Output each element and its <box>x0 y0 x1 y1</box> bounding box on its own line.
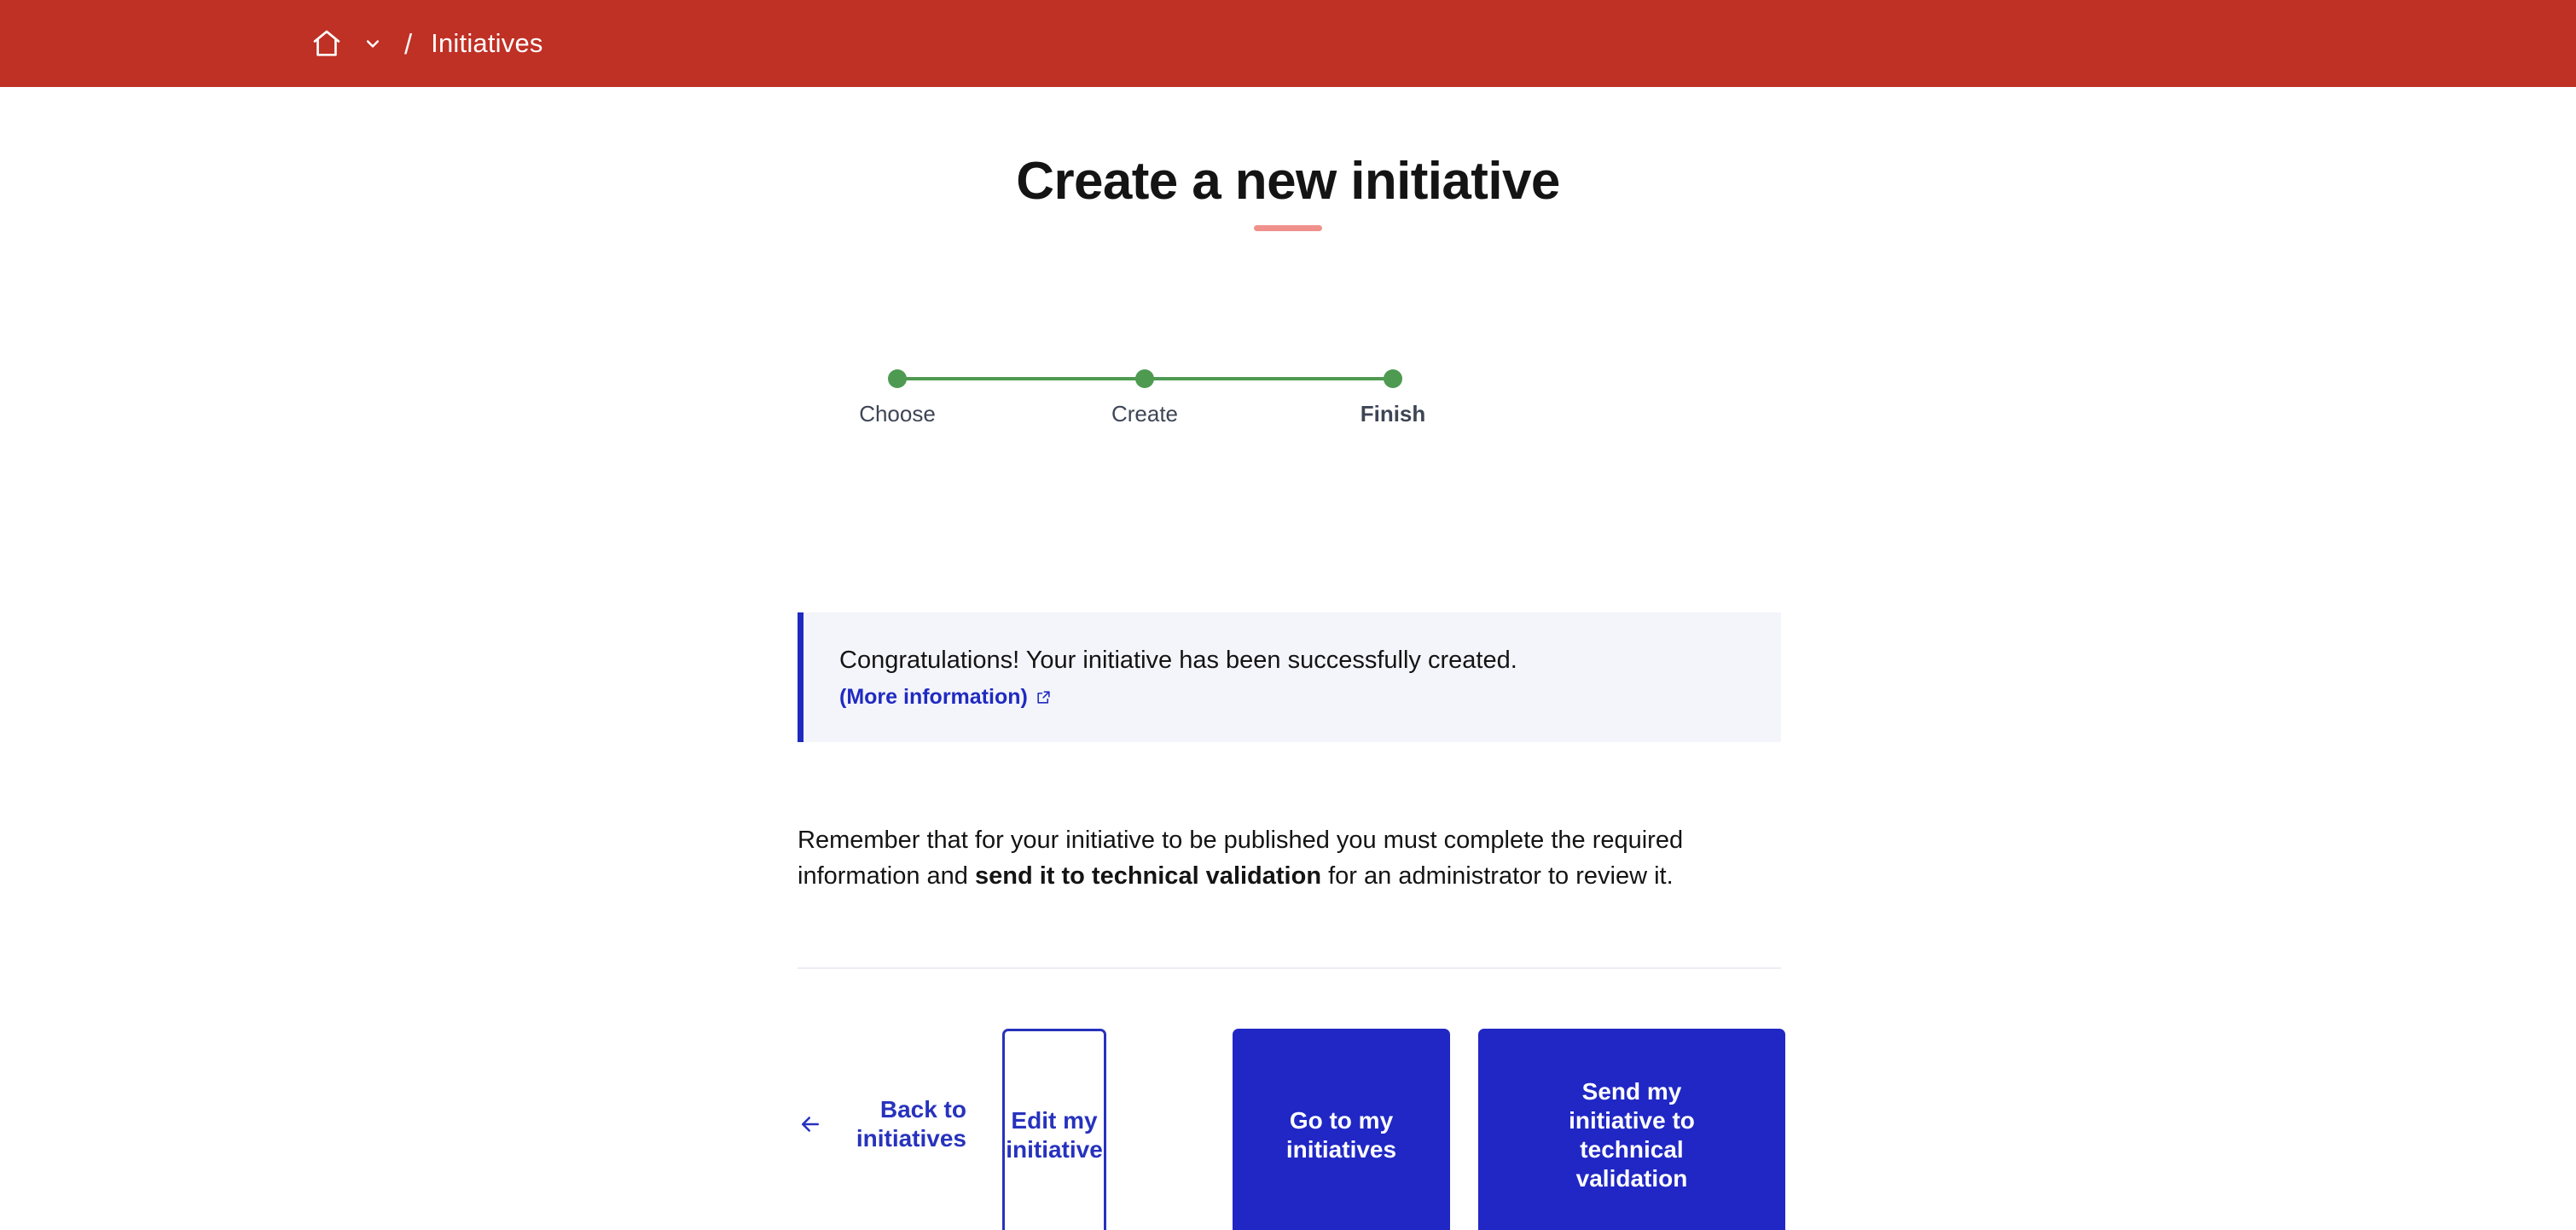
reminder-text-part2: for an administrator to review it. <box>1321 862 1674 891</box>
chevron-down-icon[interactable] <box>360 31 386 56</box>
more-information-link[interactable]: (More information) <box>839 684 1052 710</box>
home-icon <box>310 27 343 60</box>
send-to-technical-validation-label: Send my initiative to technical validati… <box>1569 1077 1695 1192</box>
progress-stepper: Choose Create Finish <box>859 362 1425 438</box>
success-message: Congratulations! Your initiative has bee… <box>839 647 1517 674</box>
edit-my-initiative-label: Edit my initiative <box>1006 1106 1103 1163</box>
page-title: Create a new initiative <box>1016 152 1560 211</box>
stepper-dot-icon <box>888 369 907 388</box>
send-to-technical-validation-button[interactable]: Send my initiative to technical validati… <box>1478 1029 1785 1230</box>
stepper-dot-icon <box>1384 369 1402 388</box>
edit-my-initiative-button[interactable]: Edit my initiative <box>1002 1029 1106 1230</box>
back-to-initiatives-link[interactable]: Back to initiatives <box>798 1095 966 1152</box>
stepper-dot-icon <box>1135 369 1154 388</box>
home-button[interactable] <box>307 24 346 63</box>
more-information-label: (More information) <box>839 685 1028 710</box>
reminder-text-bold: send it to technical validation <box>974 862 1322 891</box>
page-content: Create a new initiative Choose Create Fi… <box>0 87 2576 1230</box>
arrow-left-icon <box>798 1111 823 1137</box>
success-callout: Congratulations! Your initiative has bee… <box>798 612 1781 742</box>
go-to-my-initiatives-label: Go to my initiatives <box>1285 1106 1397 1163</box>
stepper-label-choose: Choose <box>859 401 936 426</box>
external-link-icon <box>1036 689 1052 705</box>
title-underline-accent <box>1254 225 1322 232</box>
breadcrumb-current: Initiatives <box>431 28 543 58</box>
reminder-text-part1: Remember that for your initiative to be … <box>798 827 1684 891</box>
breadcrumb-separator: / <box>404 27 413 60</box>
top-navigation-bar: / Initiatives <box>0 0 2576 87</box>
reminder-paragraph: Remember that for your initiative to be … <box>798 822 1753 895</box>
section-divider <box>798 967 1781 969</box>
back-to-initiatives-label: Back to initiatives <box>856 1096 966 1152</box>
stepper-label-create: Create <box>1111 401 1179 426</box>
action-buttons-row: Back to initiatives Edit my initiative G… <box>798 1029 1785 1230</box>
go-to-my-initiatives-button[interactable]: Go to my initiatives <box>1233 1029 1450 1230</box>
stepper-label-finish: Finish <box>1360 401 1426 426</box>
page-title-block: Create a new initiative <box>0 152 2576 232</box>
